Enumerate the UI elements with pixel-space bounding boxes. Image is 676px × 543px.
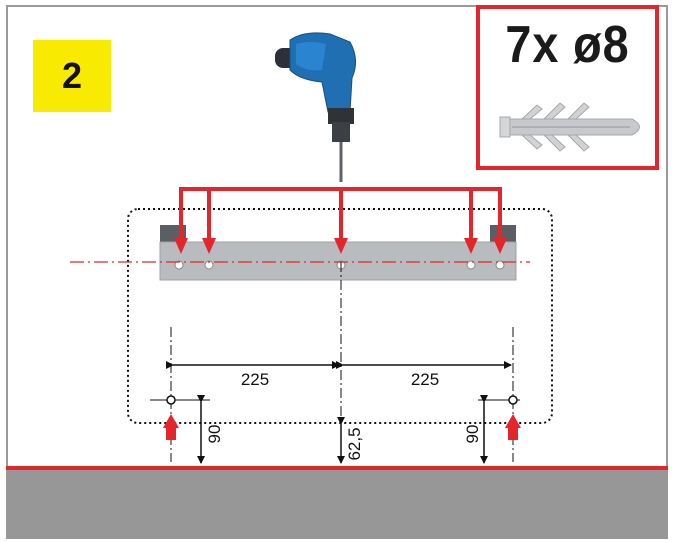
step-number: 2 (61, 55, 83, 96)
step-number-badge: 2 (33, 40, 111, 112)
drill-arrowheads (174, 238, 507, 254)
dim-height-left: 90 (205, 425, 224, 444)
mounting-rail (159, 225, 517, 281)
drill-hole-indicator (179, 187, 502, 240)
dim-spacing-right: 225 (411, 370, 439, 389)
floor (6, 466, 668, 539)
dim-height-center: 62,5 (345, 427, 364, 460)
dim-height-right: 90 (463, 425, 482, 444)
wall-plug-icon (499, 102, 640, 152)
power-drill-icon (275, 32, 356, 182)
anchor-count-label: 7x ø8 (505, 16, 630, 74)
dim-spacing-left: 225 (241, 370, 269, 389)
anchor-spec-box: 7x ø8 (476, 5, 659, 170)
